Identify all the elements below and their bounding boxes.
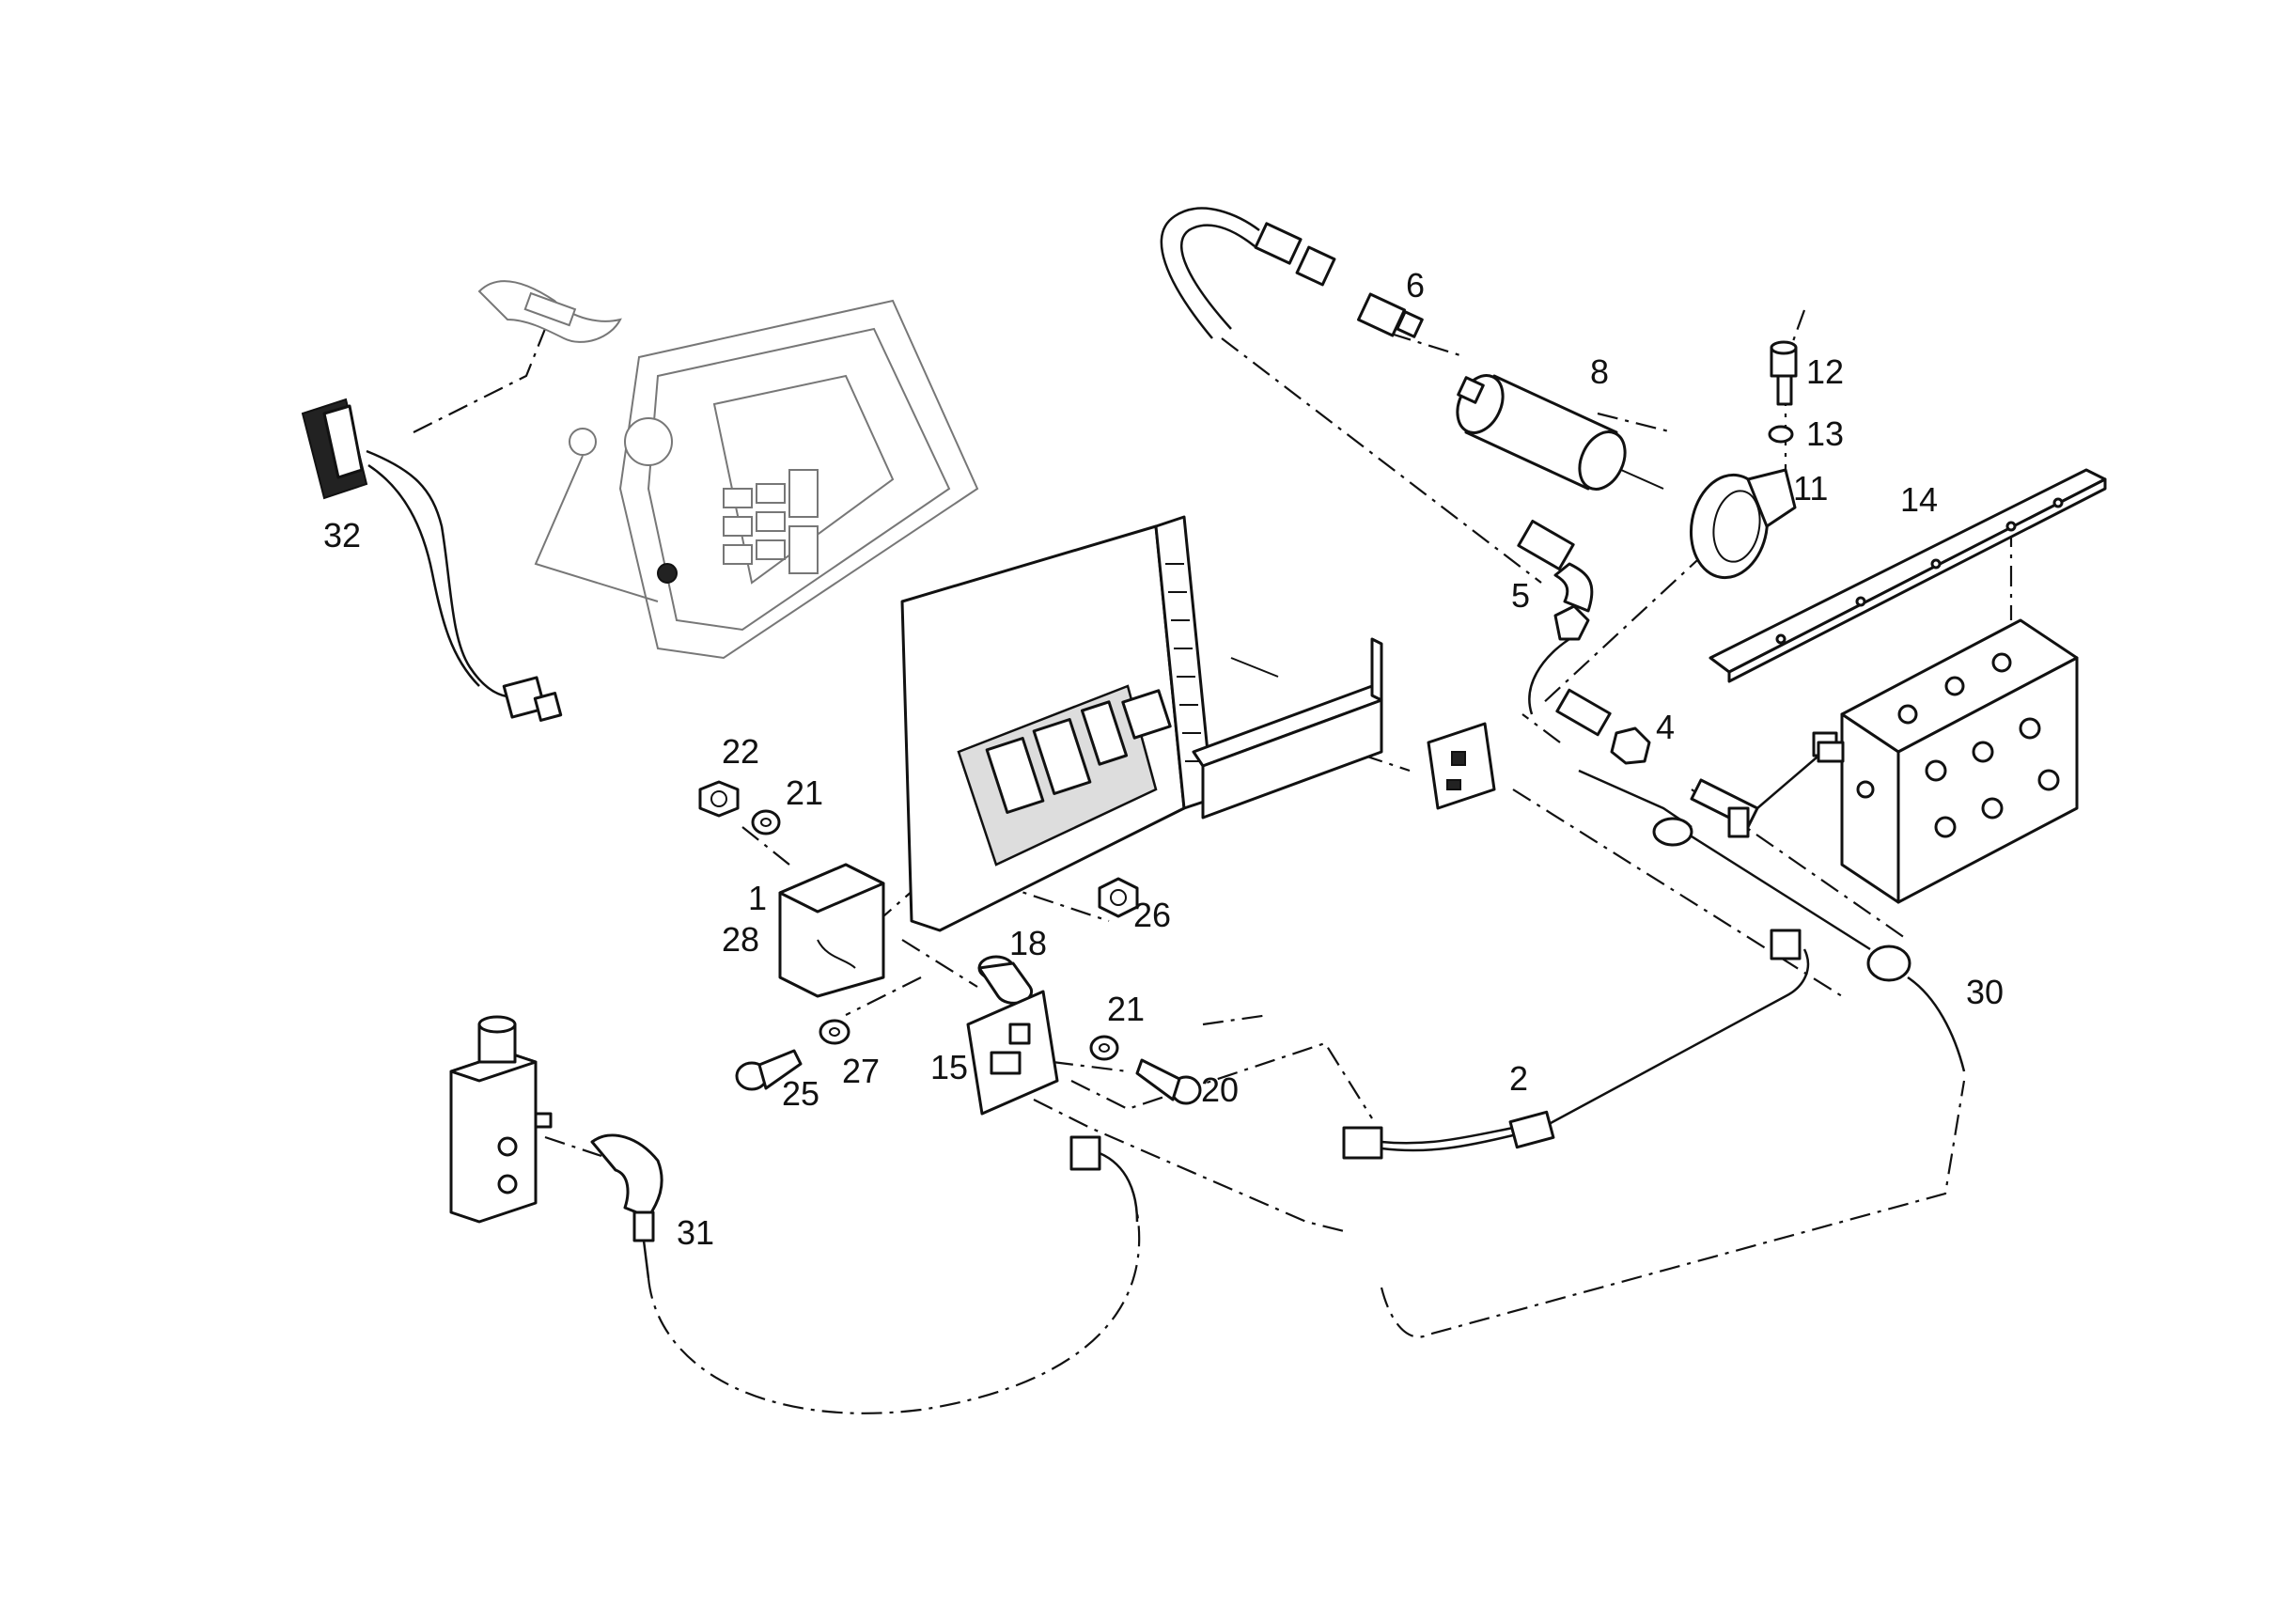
callout-20: 20 <box>1201 1070 1239 1109</box>
callout-21-top: 21 <box>786 773 823 812</box>
part-32-switch <box>301 398 563 722</box>
part-12-screw <box>1770 340 1798 406</box>
part-21-washer-bottom <box>1089 1035 1119 1061</box>
part-4-fittings <box>1555 688 1838 838</box>
part-6-fitting <box>1357 292 1424 338</box>
control-housing <box>477 280 979 660</box>
part-5-fitting <box>1517 520 1594 715</box>
callout-18: 18 <box>1009 924 1047 962</box>
part-31-valve <box>449 1015 663 1279</box>
part-25-screw <box>735 1049 803 1091</box>
part-13-washer <box>1768 425 1794 444</box>
callout-labels: 1 28 22 21 32 26 18 21 20 15 25 27 31 2 … <box>323 266 2004 1252</box>
chassis-slots <box>1165 563 1204 762</box>
part-1-28-relay <box>778 863 885 998</box>
callout-5: 5 <box>1511 576 1530 615</box>
callout-25: 25 <box>782 1074 819 1113</box>
callout-28: 28 <box>722 920 759 959</box>
part-22-nut <box>698 780 740 818</box>
callout-4: 4 <box>1656 708 1675 746</box>
callout-14: 14 <box>1900 480 1938 519</box>
part-11-clamp <box>1689 468 1797 580</box>
bottom-connector <box>1069 1135 1139 1223</box>
callout-27: 27 <box>842 1052 880 1090</box>
part-15-pcb <box>966 990 1059 1116</box>
hose-assembly <box>1160 207 1336 339</box>
callout-21-bottom: 21 <box>1107 990 1145 1028</box>
pcb-chassis <box>900 515 1214 932</box>
housing-keypad <box>723 469 819 574</box>
part-20-screw <box>1135 1058 1202 1105</box>
sensor-board <box>1427 722 1496 810</box>
callout-30: 30 <box>1966 973 2004 1011</box>
callout-32: 32 <box>323 516 361 554</box>
callout-31: 31 <box>677 1213 714 1252</box>
callout-11: 11 <box>1793 469 1828 508</box>
callout-1: 1 <box>748 879 767 917</box>
callout-12: 12 <box>1806 352 1844 391</box>
mounting-bracket <box>1192 637 1383 820</box>
callout-15: 15 <box>930 1048 968 1086</box>
callout-2: 2 <box>1509 1059 1528 1098</box>
part-26-nut <box>1098 877 1139 918</box>
callout-13: 13 <box>1806 414 1844 453</box>
callout-22: 22 <box>722 732 759 771</box>
callout-8: 8 <box>1590 352 1609 391</box>
part-21-washer-top <box>751 809 781 835</box>
part-8-filter <box>1456 374 1664 491</box>
part-27-washer <box>819 1019 850 1045</box>
manifold-block <box>1817 618 2079 904</box>
part-14-bar <box>1708 468 2107 683</box>
part-2-harness <box>1342 929 1810 1160</box>
callout-26: 26 <box>1133 896 1171 934</box>
part-18-standoff <box>977 955 1034 1005</box>
part-30-cable <box>1578 769 1966 1072</box>
callout-6: 6 <box>1406 266 1425 304</box>
